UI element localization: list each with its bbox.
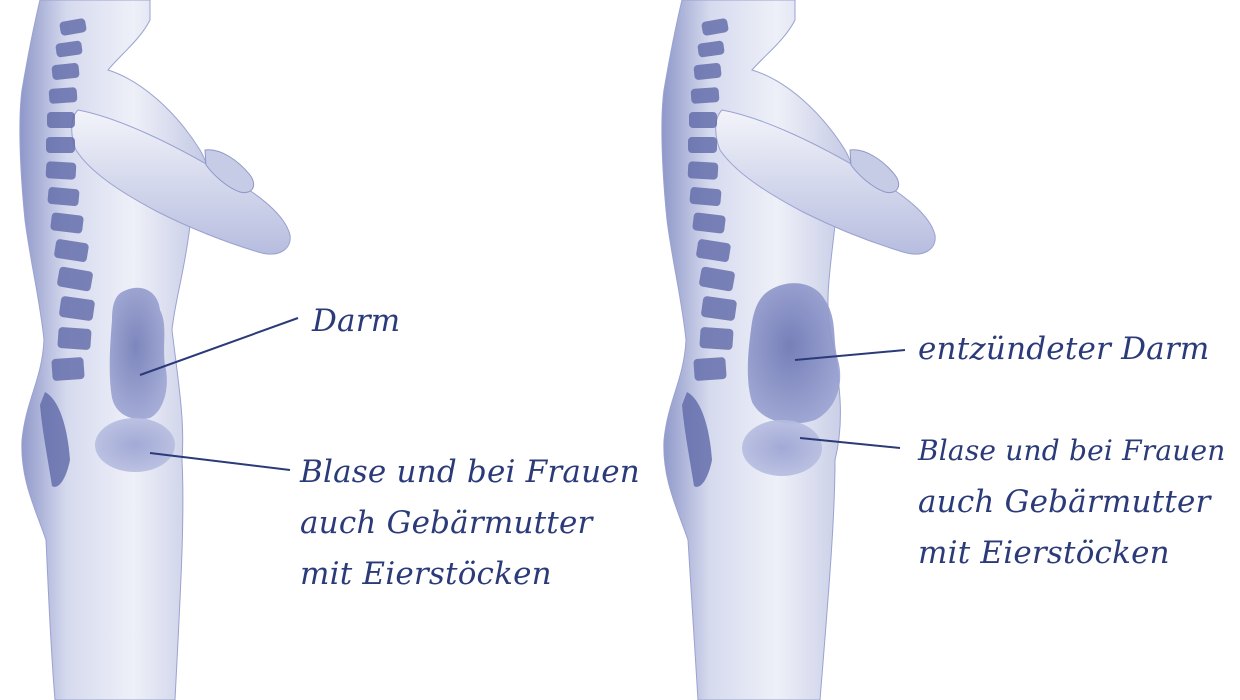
right-bladder	[742, 420, 822, 476]
right-figure	[662, 0, 935, 700]
right-intestine-inflamed	[748, 283, 840, 423]
left-label-bladder-line3: mit Eierstöcken	[300, 553, 552, 595]
right-label-intestine: entzündeter Darm	[918, 328, 1209, 370]
left-label-intestine: Darm	[312, 300, 400, 342]
left-bladder	[95, 418, 175, 472]
right-label-bladder-line2: auch Gebärmutter	[918, 481, 1211, 523]
left-intestine	[110, 288, 167, 419]
left-figure	[20, 0, 298, 700]
left-label-bladder-line2: auch Gebärmutter	[300, 502, 593, 544]
right-label-bladder-line3: mit Eierstöcken	[918, 532, 1170, 574]
left-label-bladder-line1: Blase und bei Frauen	[300, 451, 640, 493]
right-label-bladder-line1: Blase und bei Frauen	[918, 430, 1225, 472]
